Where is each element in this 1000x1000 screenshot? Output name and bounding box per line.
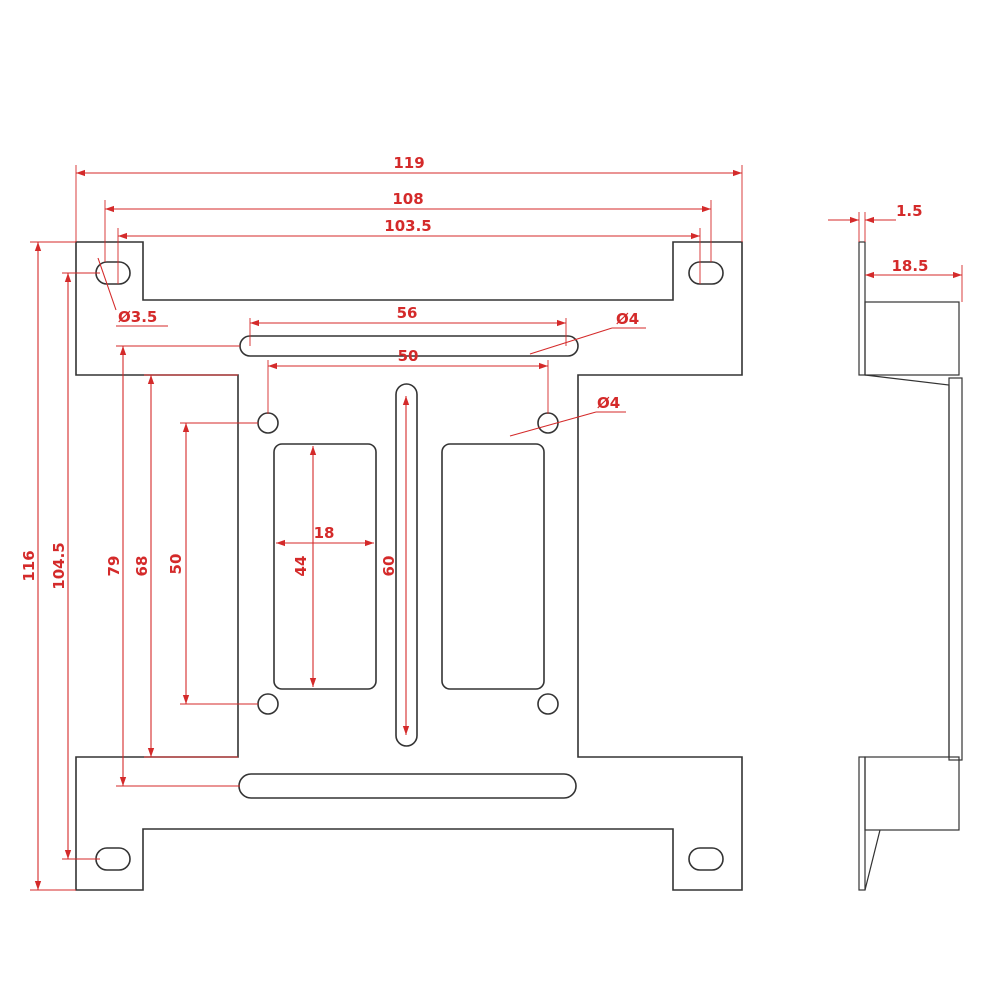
dim-label-60: 60 — [380, 556, 398, 577]
dim-label-50-horizontal: 50 — [398, 347, 419, 365]
dim-label-corner-hole: Ø3.5 — [118, 308, 157, 326]
right-window — [441, 443, 545, 690]
side-plate-bottom — [858, 756, 866, 891]
dim-label-103-5: 103.5 — [384, 217, 431, 235]
side-web — [948, 377, 963, 761]
corner-slot-top-right — [688, 261, 724, 285]
center-vertical-slot — [395, 383, 418, 747]
dim-label-68: 68 — [133, 556, 151, 577]
dim-label-slot-dia: Ø4 — [616, 310, 639, 328]
side-plate — [858, 241, 866, 376]
dimensions: 119 108 103.5 Ø3.5 56 Ø4 50 Ø4 — [20, 154, 963, 891]
dim-label-79: 79 — [105, 556, 123, 577]
dim-label-50-vertical: 50 — [167, 554, 185, 575]
dim-label-104-5: 104.5 — [50, 542, 68, 589]
dim-label-116: 116 — [20, 550, 38, 581]
side-view — [858, 241, 963, 891]
dim-label-1-5: 1.5 — [896, 202, 923, 220]
side-flange-top-edge — [864, 374, 950, 757]
dim-label-119: 119 — [393, 154, 424, 172]
side-flange-bottom — [864, 756, 960, 831]
dim-label-18: 18 — [314, 524, 335, 542]
dim-label-108: 108 — [392, 190, 423, 208]
dim-label-18-5: 18.5 — [891, 257, 928, 275]
hole-top-left — [257, 412, 279, 434]
hole-bottom-right — [537, 693, 559, 715]
bottom-long-slot — [238, 773, 577, 799]
side-flange-bottom-edge — [864, 829, 881, 891]
dim-label-44: 44 — [292, 556, 310, 577]
corner-slot-bottom-right — [688, 847, 724, 871]
hole-bottom-left — [257, 693, 279, 715]
dim-label-56: 56 — [397, 304, 418, 322]
side-flange-top — [864, 301, 960, 376]
left-window — [273, 443, 377, 690]
corner-slot-bottom-left — [95, 847, 131, 871]
dim-label-hole-dia: Ø4 — [597, 394, 620, 412]
